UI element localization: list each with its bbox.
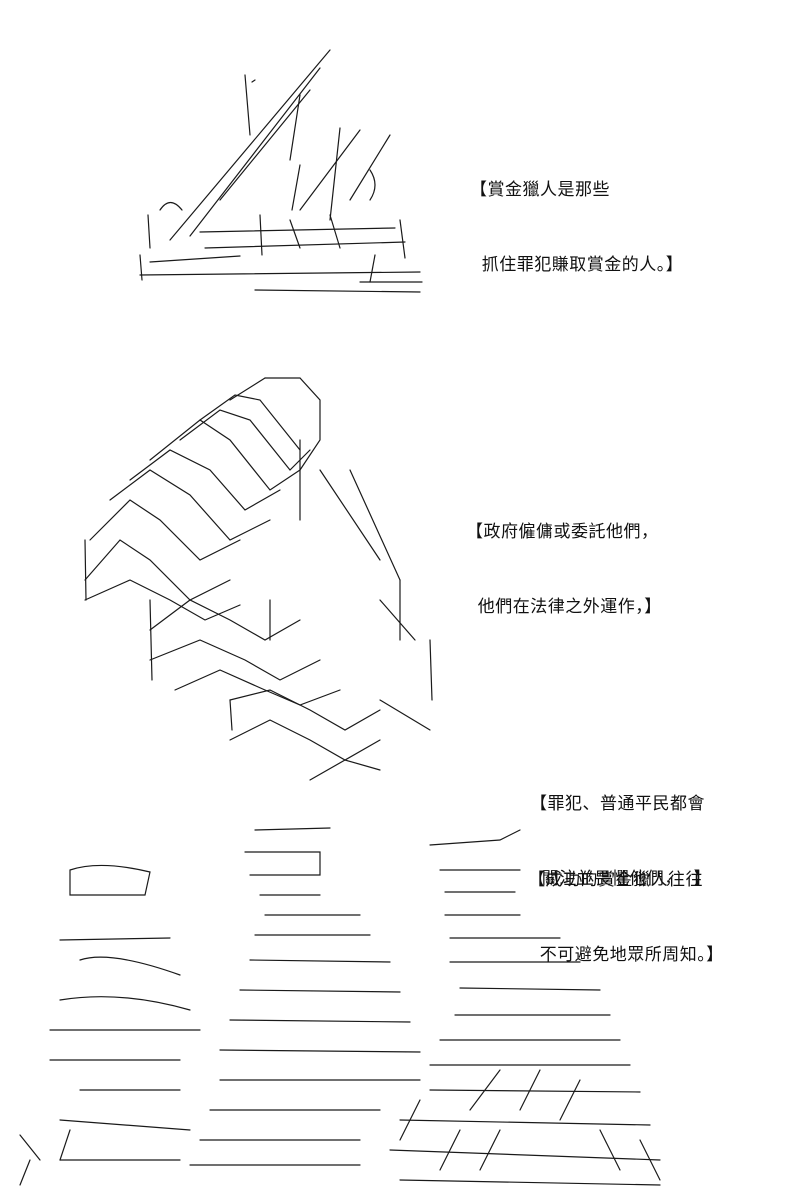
caption-line: 抓住罪犯賺取賞金的人。】 xyxy=(470,255,684,275)
ship-sketch xyxy=(139,49,423,293)
caption-criminals-fear: 【罪犯、普通平民都會 關注並畏懼他們， 】 xyxy=(530,742,711,917)
caption-line: 【罪犯、普通平民都會 xyxy=(530,794,705,814)
stacked-posters-sketch xyxy=(84,377,433,781)
caption-line: 【成功的賞金獵人往往 xyxy=(528,870,703,890)
caption-line: 不可避免地眾所周知。】 xyxy=(528,945,724,965)
caption-line: 關注並畏懼他們， 】 xyxy=(530,869,712,889)
caption-well-known: 【成功的賞金獵人往往 不可避免地眾所周知。】 xyxy=(528,818,724,993)
caption-bounty-hunter-definition: 【賞金獵人是那些 抓住罪犯賺取賞金的人。】 xyxy=(470,128,683,303)
caption-government-hire: 【政府僱傭或委託他們， 他們在法律之外運作，】 xyxy=(466,470,662,645)
crowd-sketch xyxy=(19,827,661,1186)
caption-line: 他們在法律之外運作，】 xyxy=(466,597,662,617)
caption-line: 【賞金獵人是那些 xyxy=(470,180,610,200)
caption-line: 【政府僱傭或委託他們， xyxy=(466,522,659,542)
